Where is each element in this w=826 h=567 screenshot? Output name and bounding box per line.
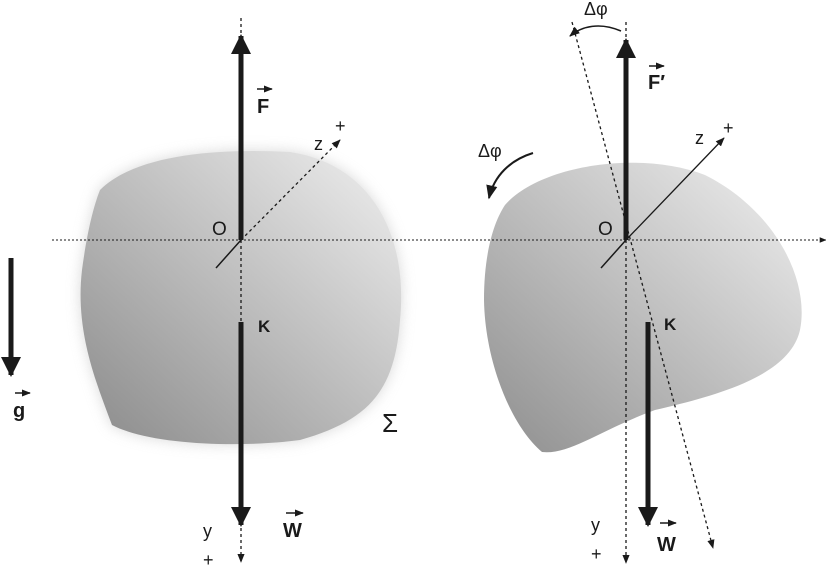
left-y-axis-label: y: [203, 521, 212, 541]
body-sigma-label: Σ: [382, 408, 398, 438]
left-z-axis-back: [215, 239, 242, 269]
gravity-label: g: [13, 400, 25, 422]
left-y-plus-label: +: [203, 550, 214, 567]
rotation-arc-top: [569, 25, 622, 37]
rotation-arc-side: [486, 152, 534, 200]
right-z-axis-back: [600, 239, 627, 269]
left-origin-label: O: [212, 219, 227, 240]
right-z-axis: [625, 137, 725, 241]
right-body: [484, 162, 802, 453]
right-z-axis-label: z: [695, 128, 704, 148]
right-y-plus-label: +: [591, 544, 602, 564]
right-z-plus-label: +: [723, 118, 734, 138]
rotation-top-label: Δφ: [584, 0, 608, 19]
rotation-side-label: Δφ: [478, 141, 502, 161]
right-force-label: F′: [648, 72, 665, 94]
left-center-of-mass-label: K: [258, 317, 271, 336]
left-z-axis-label: z: [314, 134, 323, 154]
right-origin-label: O: [598, 219, 613, 240]
left-weight-label: W: [283, 520, 302, 542]
left-force-label: F: [257, 96, 269, 118]
left-body: [80, 150, 402, 445]
left-z-plus-label: +: [335, 116, 346, 136]
right-y-axis-label: y: [591, 515, 600, 535]
right-center-of-mass-label: K: [664, 315, 677, 334]
right-tilted-axis: [571, 21, 715, 549]
right-weight-label: W: [657, 534, 676, 556]
